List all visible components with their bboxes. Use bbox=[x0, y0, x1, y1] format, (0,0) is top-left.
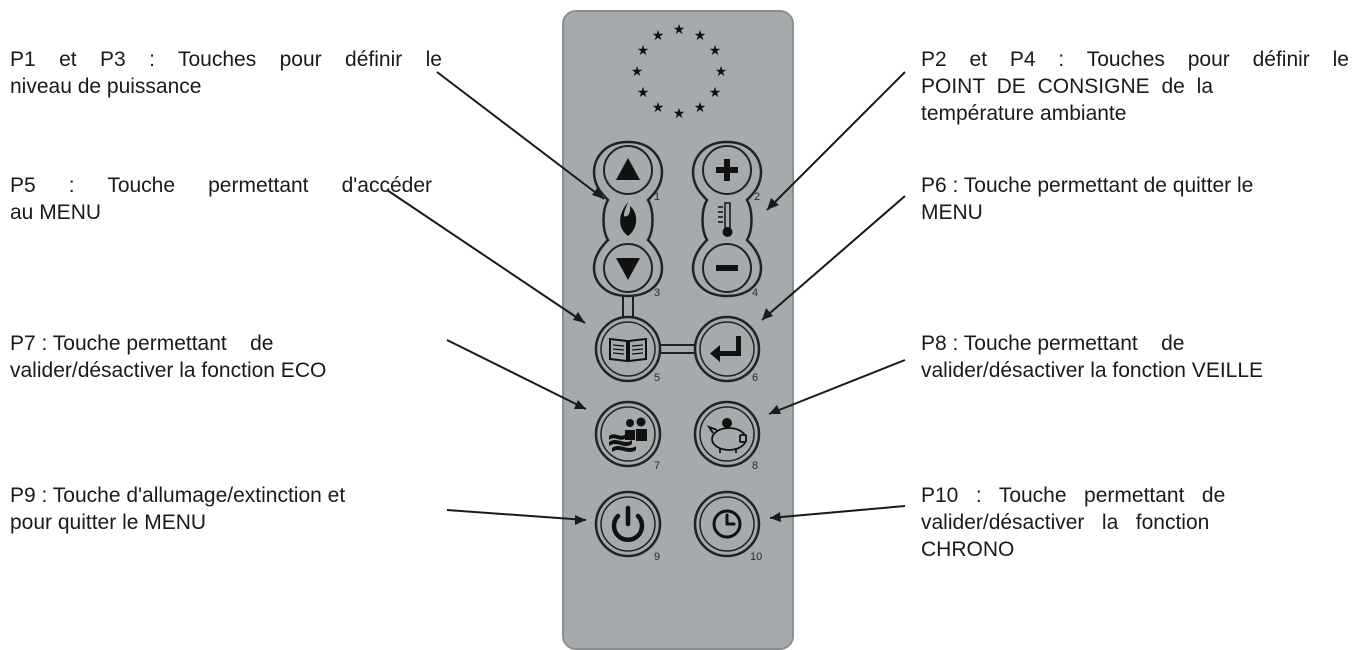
label-p8: P8 : Touche permettant de valider/désact… bbox=[921, 330, 1349, 384]
button-number-8: 8 bbox=[752, 460, 759, 472]
label-line: P2 et P4 : Touches pour définir le bbox=[921, 48, 1349, 71]
label-line: valider/désactiver la fonction bbox=[921, 511, 1210, 534]
label-line: P9 : Touche d'allumage/extinction et bbox=[10, 484, 346, 507]
button-number-4: 4 bbox=[752, 287, 759, 299]
label-line: P6 : Touche permettant de quitter le bbox=[921, 174, 1254, 197]
p1-power-up-button[interactable] bbox=[604, 146, 652, 194]
p2-temp-up-button[interactable] bbox=[703, 146, 751, 194]
label-line: valider/désactiver la fonction VEILLE bbox=[921, 359, 1264, 382]
label-line: niveau de puissance bbox=[10, 75, 202, 98]
button-number-6: 6 bbox=[752, 372, 759, 384]
button-number-10: 10 bbox=[750, 551, 763, 563]
label-line: CHRONO bbox=[921, 538, 1015, 561]
label-p5: P5 : Touche permettant d'accéder au MENU bbox=[10, 172, 432, 226]
p7-eco-button[interactable] bbox=[596, 402, 660, 466]
label-line: P1 et P3 : Touches pour définir le bbox=[10, 48, 442, 71]
label-p10: P10 : Touche permettant de valider/désac… bbox=[921, 482, 1341, 563]
p3-power-down-button[interactable] bbox=[604, 244, 652, 292]
p8-veille-button[interactable] bbox=[695, 402, 759, 466]
label-line: P5 : Touche permettant d'accéder bbox=[10, 174, 432, 197]
p9-power-button[interactable] bbox=[596, 492, 660, 556]
p4-temp-down-button[interactable] bbox=[703, 244, 751, 292]
label-p1-p3: P1 et P3 : Touches pour définir le nivea… bbox=[10, 46, 442, 100]
p10-chrono-button[interactable] bbox=[695, 492, 759, 556]
label-p2-p4: P2 et P4 : Touches pour définir le POINT… bbox=[921, 46, 1349, 127]
button-number-7: 7 bbox=[654, 460, 661, 472]
label-line: pour quitter le MENU bbox=[10, 511, 207, 534]
label-p7: P7 : Touche permettant de valider/désact… bbox=[10, 330, 396, 384]
label-line: valider/désactiver la fonction ECO bbox=[10, 359, 327, 382]
label-line: P7 : Touche permettant de bbox=[10, 332, 274, 355]
label-line: POINT DE CONSIGNE de la bbox=[921, 75, 1214, 98]
label-line: MENU bbox=[921, 201, 983, 224]
button-number-9: 9 bbox=[654, 551, 661, 563]
p6-exit-menu-button[interactable] bbox=[695, 317, 759, 381]
label-line: température ambiante bbox=[921, 102, 1127, 125]
label-line: P8 : Touche permettant de bbox=[921, 332, 1185, 355]
button-number-3: 3 bbox=[654, 287, 661, 299]
button-number-2: 2 bbox=[754, 191, 761, 203]
label-line: au MENU bbox=[10, 201, 102, 224]
label-p6: P6 : Touche permettant de quitter le MEN… bbox=[921, 172, 1349, 226]
label-p9: P9 : Touche d'allumage/extinction et pou… bbox=[10, 482, 440, 536]
button-number-5: 5 bbox=[654, 372, 661, 384]
button-number-1: 1 bbox=[654, 191, 661, 203]
p5-menu-button[interactable] bbox=[596, 317, 660, 381]
label-line: P10 : Touche permettant de bbox=[921, 484, 1226, 507]
